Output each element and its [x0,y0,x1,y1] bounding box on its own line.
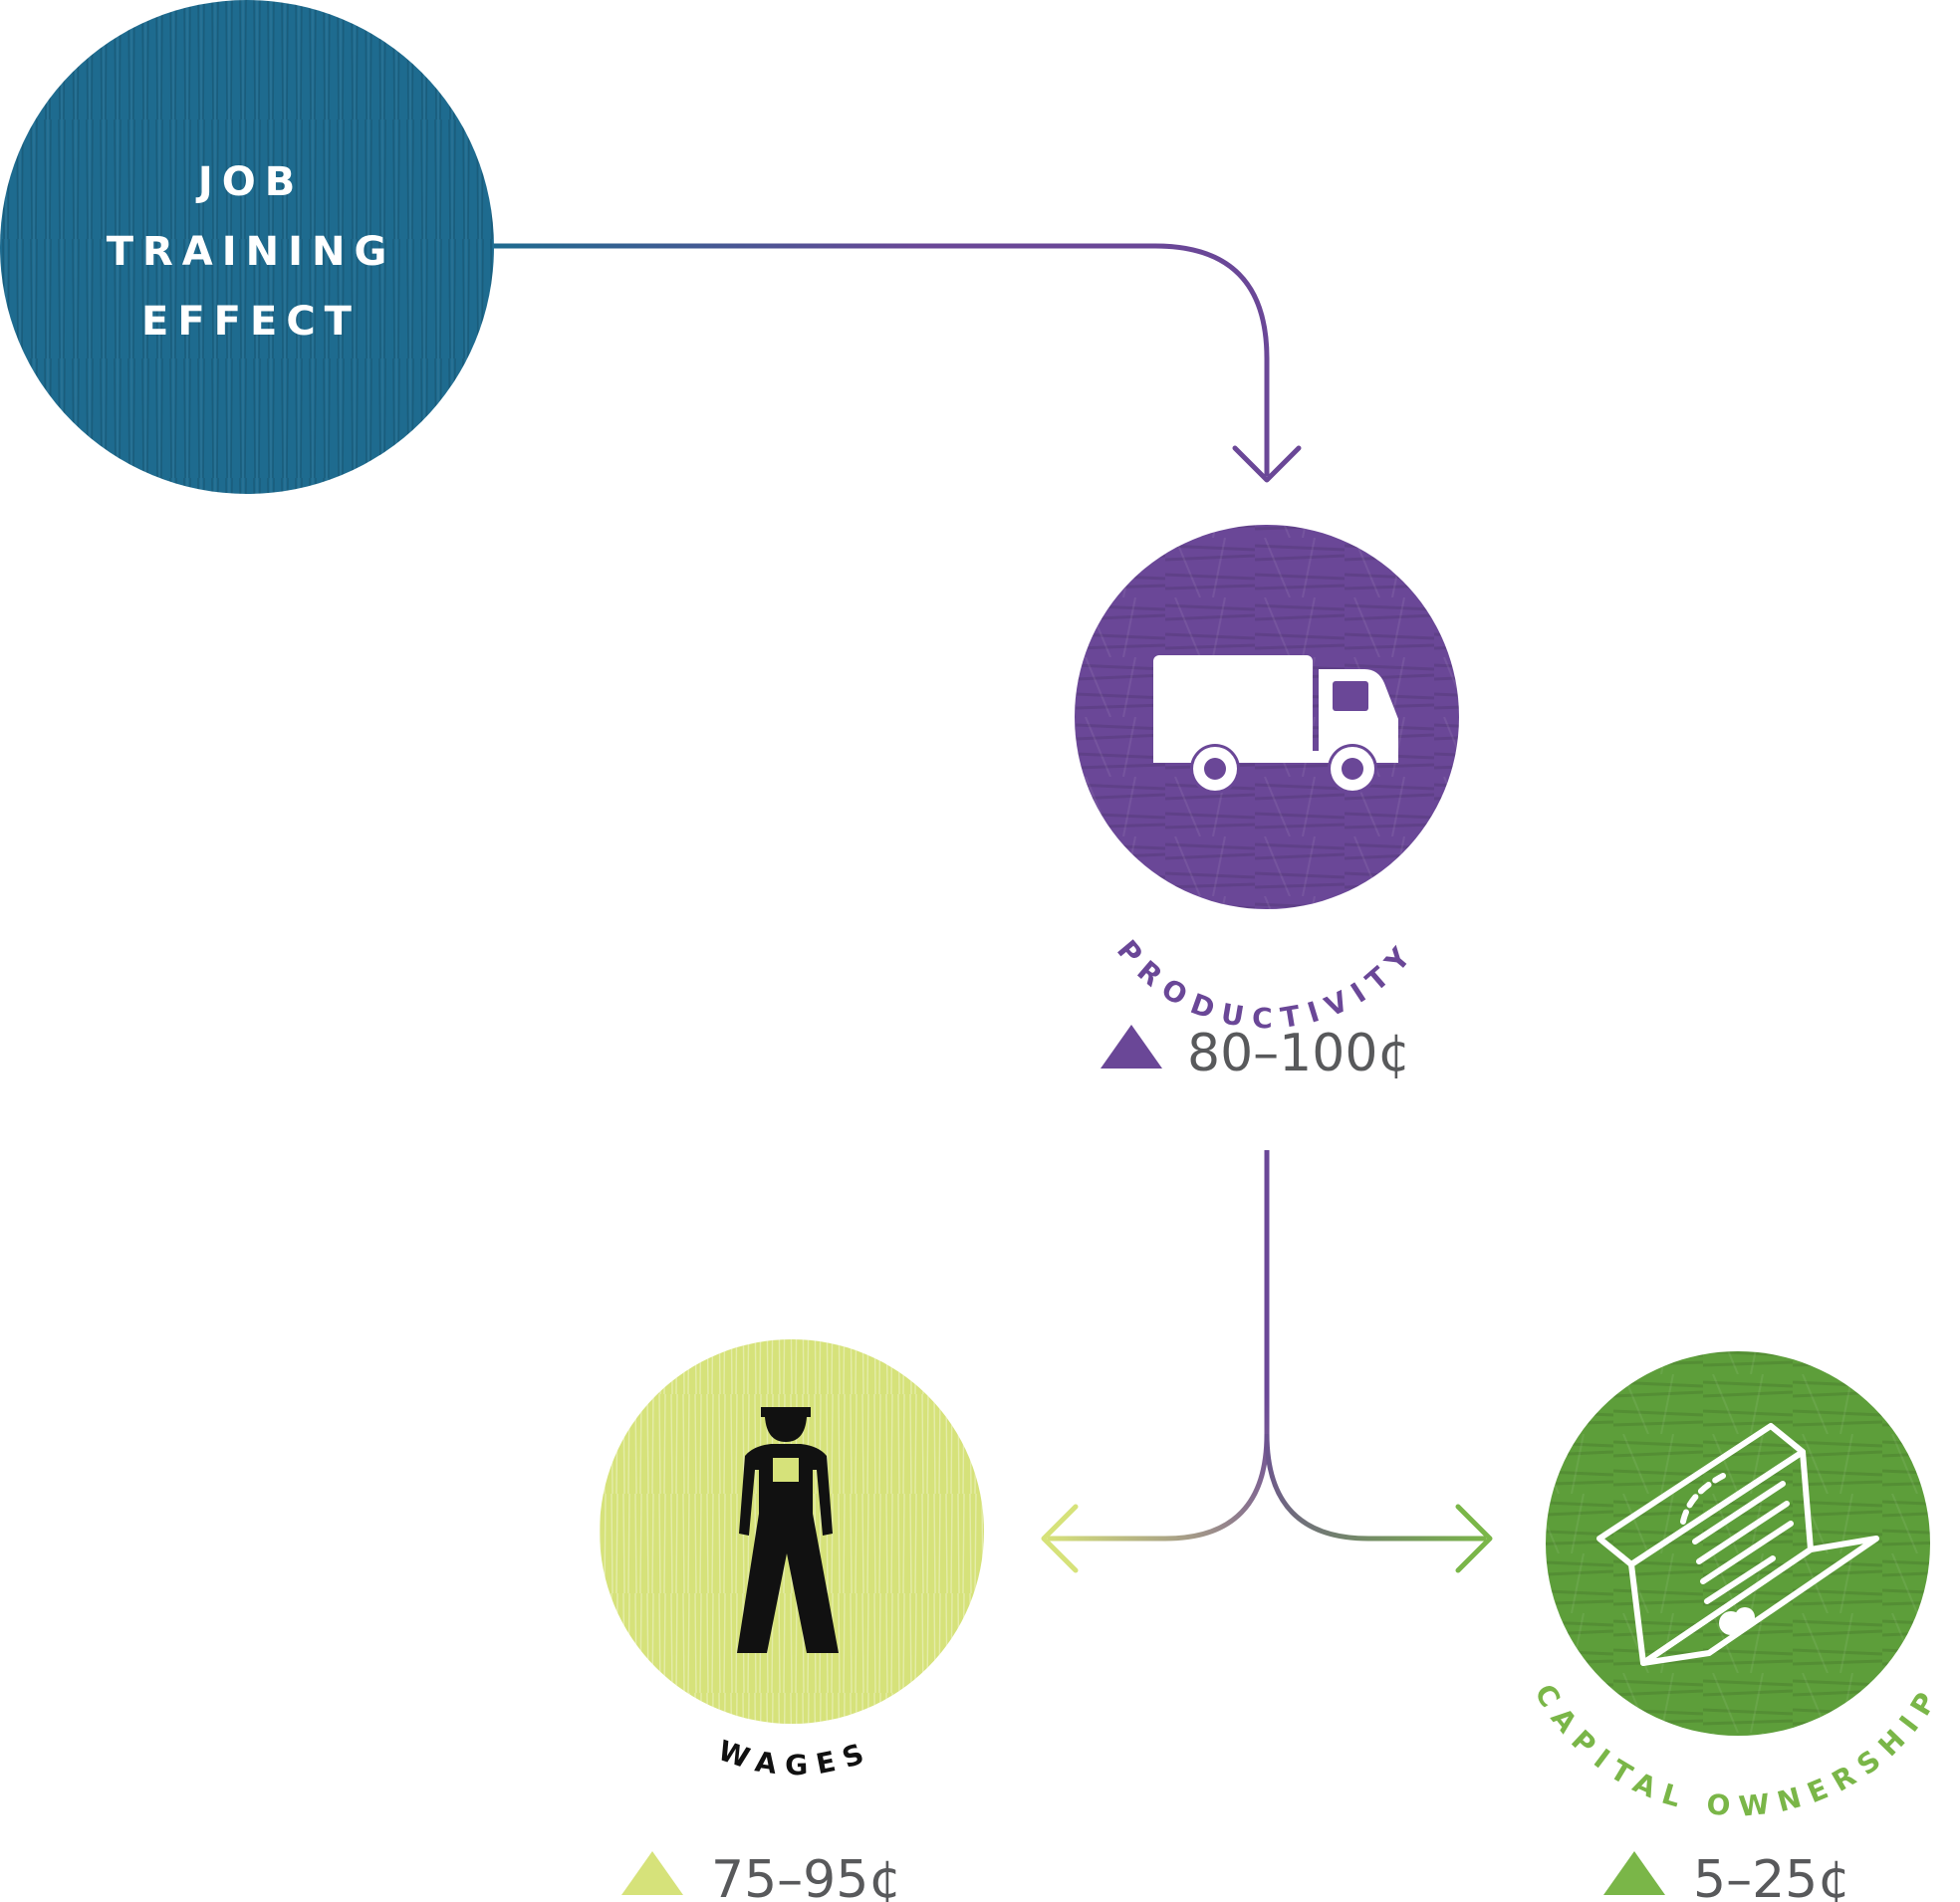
arrowhead-down-icon [1232,445,1302,483]
connector-productivity-to-wages [1041,1150,1270,1573]
connector-line [1048,1150,1270,1542]
productivity-label-text: PRODUCTIVITY [1110,934,1413,1036]
wages-label: WAGES [714,1734,877,1783]
wages-label-text: WAGES [714,1734,867,1783]
source-texture [0,0,494,494]
source-title-line-1: JOB [195,159,304,205]
capital-value: 5–25¢ [1693,1850,1850,1902]
triangle-up-icon [621,1851,683,1895]
connector-line [1264,1433,1486,1542]
connector-line [493,243,1270,476]
node-productivity: PRODUCTIVITY 80–100¢ [1075,525,1459,1083]
connector-productivity-to-capital [1264,1433,1493,1573]
node-capital-ownership: CAPITAL OWNERSHIP 5–25¢ [1528,1351,1938,1902]
wages-value: 75–95¢ [711,1850,901,1902]
truck-icon [1153,655,1398,794]
worker-icon [737,1407,839,1653]
productivity-label: PRODUCTIVITY [1110,934,1423,1036]
connector-training-to-productivity [493,243,1302,483]
triangle-up-icon [1101,1025,1162,1069]
source-node-job-training: JOB TRAINING EFFECT [0,0,494,494]
stock-certificate-icon [1596,1423,1879,1666]
productivity-value: 80–100¢ [1187,1024,1411,1083]
source-title-line-3: EFFECT [141,299,361,345]
source-title-line-2: TRAINING [107,229,396,275]
triangle-up-icon [1603,1851,1665,1895]
arrowhead-right-icon [1455,1504,1493,1573]
arrowhead-left-icon [1041,1504,1079,1573]
node-wages: WAGES 75–95¢ [600,1339,984,1902]
